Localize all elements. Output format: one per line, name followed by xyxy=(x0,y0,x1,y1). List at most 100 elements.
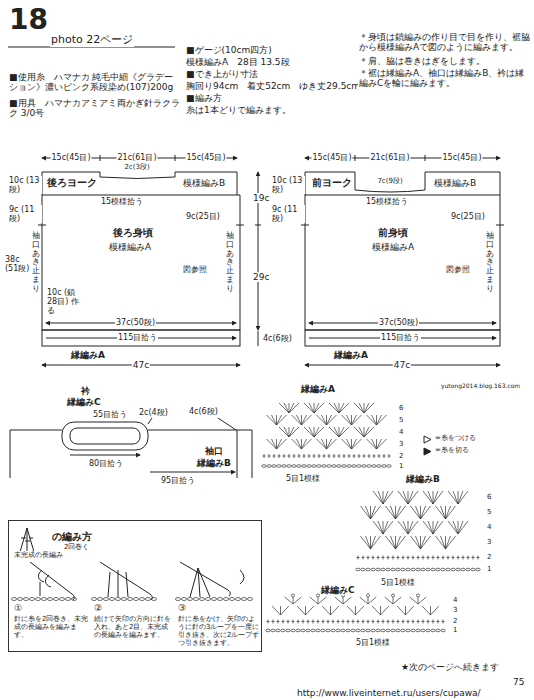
drawing-stroke xyxy=(332,465,336,468)
drawing-stroke xyxy=(453,521,458,534)
drawing-stroke xyxy=(376,439,377,449)
drawing-stroke xyxy=(395,506,396,519)
drawing-stroke xyxy=(347,606,355,615)
drawing-stroke xyxy=(41,598,46,601)
drawing-stroke xyxy=(297,439,302,449)
drawing-stroke xyxy=(283,454,286,458)
drawing-stroke xyxy=(462,556,465,560)
drawing-stroke xyxy=(366,629,370,632)
drawing-stroke xyxy=(362,556,365,560)
drawing-stroke xyxy=(366,506,371,519)
pattern-label: 5目1模様 xyxy=(355,638,391,647)
drawing-stroke xyxy=(306,629,310,632)
drawing-stroke xyxy=(408,521,413,534)
pattern-label: 2 xyxy=(398,452,404,460)
drawing-stroke xyxy=(436,629,440,632)
drawing-stroke xyxy=(411,536,421,549)
drawing-stroke xyxy=(115,598,120,601)
drawing-stroke xyxy=(406,606,414,615)
piece-label: 115目拾う xyxy=(117,333,158,342)
drawing-stroke xyxy=(304,427,314,437)
pattern-label: 15c(45目) xyxy=(442,153,483,162)
drawing-stroke xyxy=(292,415,302,425)
drawing-stroke xyxy=(42,330,240,346)
drawing-stroke xyxy=(408,491,413,504)
drawing-stroke xyxy=(407,620,410,624)
drawing-stroke xyxy=(297,606,305,615)
drawing-stroke xyxy=(402,556,405,560)
pattern-label: 糸は1本どりで編みます。 xyxy=(185,105,292,115)
drawing-stroke xyxy=(377,620,380,624)
pattern-label: 19c xyxy=(252,193,270,203)
drawing-stroke xyxy=(286,629,290,632)
pattern-label: 袖口あき止まり xyxy=(32,232,40,294)
drawing-stroke xyxy=(472,556,475,560)
drawing-stroke xyxy=(368,597,376,604)
drawing-stroke xyxy=(417,620,420,624)
drawing-stroke xyxy=(477,556,480,560)
drawing-stroke xyxy=(276,629,280,632)
piece-label: 2回巻く xyxy=(63,543,90,551)
drawing-stroke xyxy=(262,403,391,467)
drawing-stroke xyxy=(383,454,386,458)
drawing-stroke xyxy=(366,536,371,549)
piece-label: 未完成の長編み xyxy=(13,551,64,559)
drawing-stroke xyxy=(386,506,396,519)
drawing-stroke xyxy=(461,568,465,571)
drawing-stroke xyxy=(346,629,350,632)
drawing-stroke xyxy=(328,454,331,458)
drawing-stroke xyxy=(352,415,357,425)
drawing-stroke xyxy=(339,403,340,413)
pattern-label: photo 22ページ xyxy=(50,34,134,47)
drawing-stroke xyxy=(302,620,305,624)
pattern-label: ＊身頃は鎖編みの作り目で目を作り、裾脇から模様編みAで図のように編みます。 xyxy=(358,32,532,53)
drawing-stroke xyxy=(276,439,277,449)
drawing-stroke xyxy=(277,620,280,624)
drawing-stroke xyxy=(376,629,380,632)
drawing-stroke xyxy=(287,465,291,468)
drawing-stroke xyxy=(175,598,180,601)
drawing-stroke xyxy=(442,556,445,560)
drawing-stroke xyxy=(416,629,420,632)
drawing-stroke xyxy=(351,629,355,632)
drawing-stroke xyxy=(298,454,301,458)
drawing-stroke xyxy=(193,598,198,601)
drawing-stroke xyxy=(293,597,294,604)
piece-label: 続けて矢印の方向に針を入れ、あと2目、未完成の長編みを編みます。 xyxy=(93,615,173,639)
drawing-stroke xyxy=(437,620,440,624)
drawing-stroke xyxy=(314,403,315,413)
drawing-stroke xyxy=(397,606,405,615)
drawing-stroke xyxy=(362,620,365,624)
drawing-stroke xyxy=(382,620,385,624)
drawing-stroke xyxy=(410,597,418,604)
drawing-stroke xyxy=(109,598,114,601)
drawing-stroke xyxy=(373,521,383,534)
drawing-stroke xyxy=(359,427,364,437)
piece-label: 模様編みA xyxy=(108,242,152,252)
drawing-stroke xyxy=(361,536,371,549)
drawing-stroke xyxy=(333,454,336,458)
drawing-stroke xyxy=(421,568,425,571)
piece-label: 模様編みB xyxy=(182,178,226,188)
drawing-stroke xyxy=(370,536,371,549)
drawing-stroke xyxy=(378,454,381,458)
pattern-label: 15c(45目) xyxy=(186,153,227,162)
drawing-stroke xyxy=(371,536,381,549)
drawing-stroke xyxy=(382,465,386,468)
drawing-stroke xyxy=(420,536,421,549)
drawing-stroke xyxy=(408,521,418,534)
drawing-stroke xyxy=(446,506,456,519)
drawing-stroke xyxy=(272,620,275,624)
drawing-stroke xyxy=(364,427,374,437)
drawing-stroke xyxy=(355,606,356,615)
drawing-stroke xyxy=(381,629,385,632)
drawing-stroke xyxy=(403,491,408,504)
drawing-stroke xyxy=(352,439,362,449)
drawing-stroke xyxy=(266,594,445,632)
drawing-stroke xyxy=(398,491,408,504)
drawing-stroke xyxy=(372,415,377,425)
drawing-stroke xyxy=(187,598,192,601)
drawing-stroke xyxy=(418,597,419,604)
drawing-stroke xyxy=(181,598,186,601)
drawing-stroke xyxy=(433,521,438,534)
